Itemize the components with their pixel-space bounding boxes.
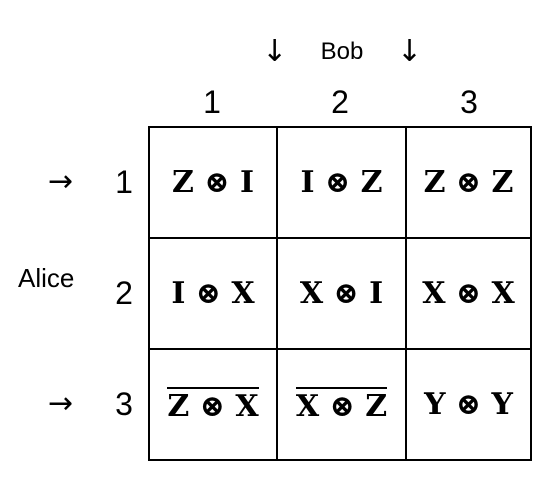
bob-label: Bob	[320, 38, 364, 65]
alice-label: Alice	[18, 263, 75, 293]
cell-r1-c1: Z ⊗ I	[150, 128, 278, 239]
cell-text: Z ⊗ I	[172, 165, 254, 200]
cell-r3-c3: Y ⊗ Y	[407, 350, 530, 459]
cell-r1-c2: I ⊗ Z	[278, 128, 407, 239]
cell-r2-c1: I ⊗ X	[150, 239, 278, 350]
cell-text-overlined: X ⊗ Z	[295, 386, 388, 424]
row-3-arrow: →	[48, 386, 74, 421]
row-1-arrow: →	[48, 164, 74, 199]
cell-text-overlined: Z ⊗ X	[167, 386, 259, 424]
bob-header: ↓ Bob ↓	[262, 30, 422, 74]
cell-text: X ⊗ I	[299, 276, 384, 311]
cell-text: I ⊗ Z	[300, 165, 383, 200]
cell-text: I ⊗ X	[171, 276, 255, 311]
bob-right-arrow: ↓	[396, 34, 422, 69]
cell-r3-c1: Z ⊗ X	[150, 350, 278, 459]
row-header-2: 2	[115, 275, 133, 311]
cell-text: X ⊗ X	[422, 276, 515, 311]
magic-square-grid: Z ⊗ I I ⊗ Z Z ⊗ Z I ⊗ X X ⊗ I X ⊗ X Z ⊗ …	[148, 126, 532, 461]
column-header-1: 1	[203, 84, 221, 120]
column-header-3: 3	[460, 84, 478, 120]
cell-r3-c2: X ⊗ Z	[278, 350, 407, 459]
cell-r1-c3: Z ⊗ Z	[407, 128, 530, 239]
cell-r2-c2: X ⊗ I	[278, 239, 407, 350]
cell-text: Z ⊗ Z	[423, 165, 514, 200]
cell-text: Y ⊗ Y	[424, 387, 513, 422]
column-header-2: 2	[331, 84, 349, 120]
bob-left-arrow: ↓	[262, 34, 288, 69]
cell-r2-c3: X ⊗ X	[407, 239, 530, 350]
row-header-1: 1	[115, 164, 133, 200]
row-header-3: 3	[115, 386, 133, 422]
